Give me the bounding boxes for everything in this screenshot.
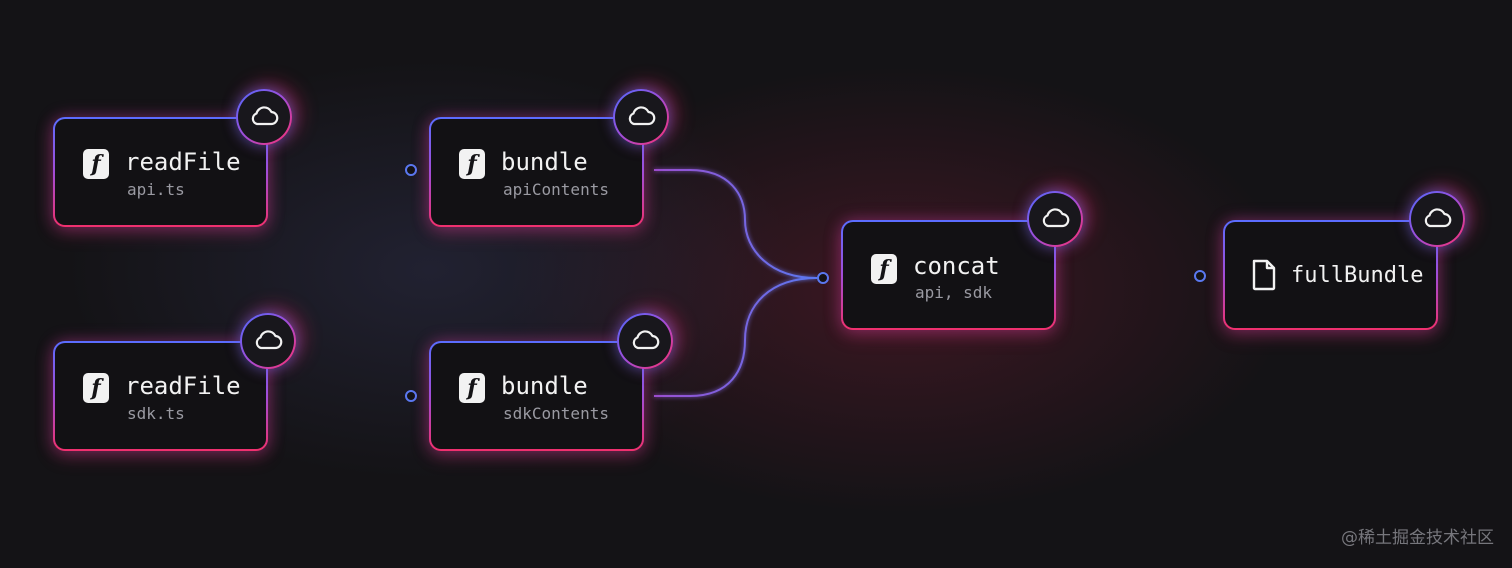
watermark: @稀土掘金技术社区 [1341,528,1494,548]
node-full-bundle[interactable]: fullBundle [1223,220,1438,330]
node-subtitle: api.ts [127,180,185,199]
cloud-icon [255,330,283,350]
node-readfile-api[interactable]: f readFile api.ts [53,117,268,227]
node-title: readFile [125,148,241,176]
node-subtitle: sdkContents [503,404,609,423]
node-title: bundle [501,372,588,400]
function-icon: f [459,149,485,179]
cloud-badge-bundle-api[interactable] [613,89,669,145]
node-title: bundle [501,148,588,176]
cloud-icon [632,330,660,350]
function-icon: f [83,373,109,403]
node-bundle-sdk[interactable]: f bundle sdkContents [429,341,644,451]
port-bundle-api-input [405,164,417,176]
edge-bundle-sdk-to-concat [654,277,818,397]
cloud-badge-full-bundle[interactable] [1409,191,1465,247]
node-subtitle: sdk.ts [127,404,185,423]
function-icon: f [459,373,485,403]
node-title: fullBundle [1291,263,1424,288]
function-icon: f [83,149,109,179]
cloud-badge-readfile-sdk[interactable] [240,313,296,369]
cloud-icon [1424,208,1452,228]
port-concat-input [817,272,829,284]
node-bundle-api[interactable]: f bundle apiContents [429,117,644,227]
node-subtitle: api, sdk [915,283,993,302]
port-bundle-sdk-input [405,390,417,402]
cloud-icon [628,106,656,126]
function-icon: f [871,254,897,284]
port-full-bundle-input [1194,270,1206,282]
node-title: readFile [125,372,241,400]
node-readfile-sdk[interactable]: f readFile sdk.ts [53,341,268,451]
cloud-icon [251,106,279,126]
cloud-badge-bundle-sdk[interactable] [617,313,673,369]
node-concat[interactable]: f concat api, sdk [841,220,1056,330]
cloud-badge-concat[interactable] [1027,191,1083,247]
cloud-badge-readfile-api[interactable] [236,89,292,145]
cloud-icon [1042,208,1070,228]
edge-bundle-api-to-concat [654,169,818,279]
file-icon [1252,259,1276,291]
node-title: concat [913,252,1000,280]
node-subtitle: apiContents [503,180,609,199]
